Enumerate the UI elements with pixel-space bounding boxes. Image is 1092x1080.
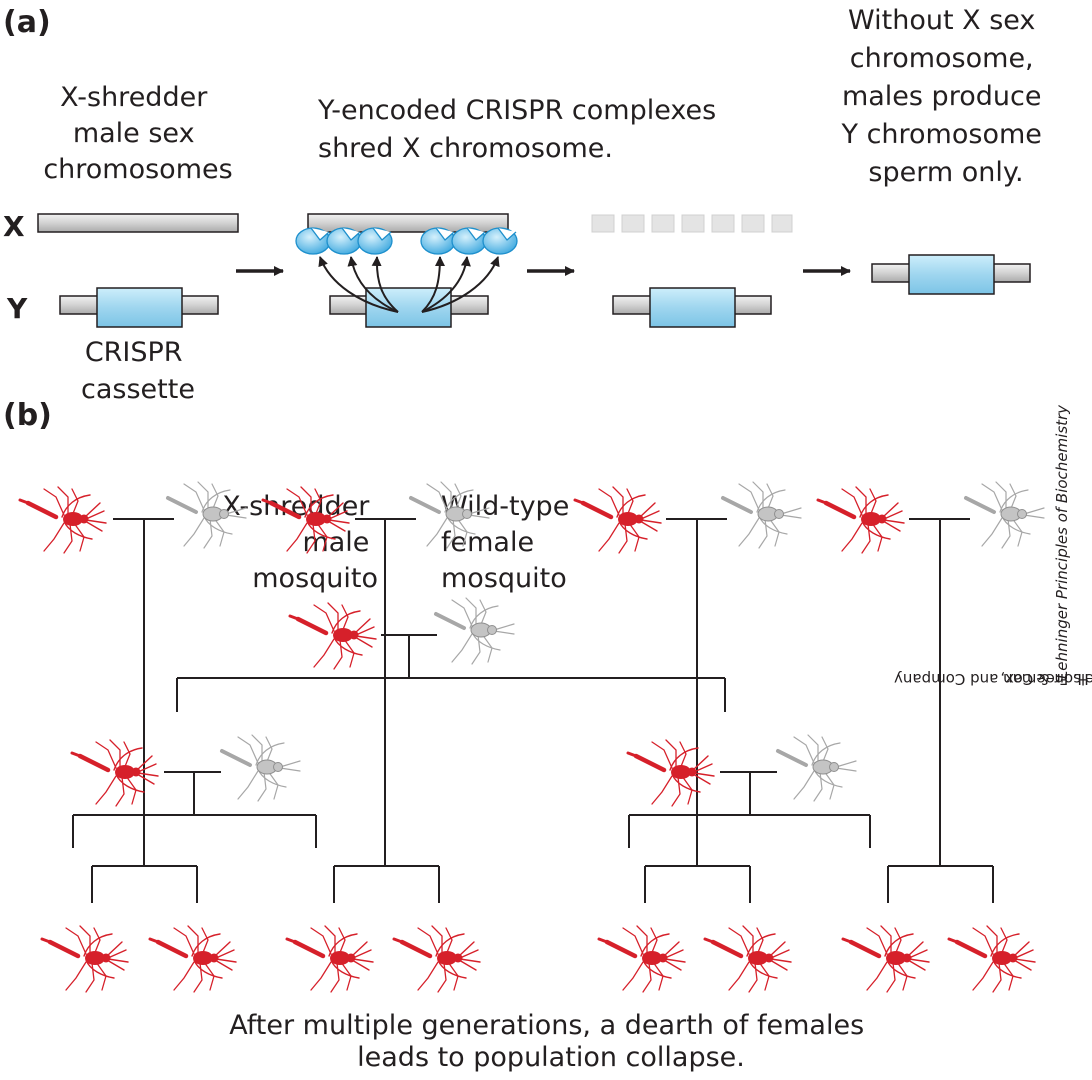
red-mosquito-icon: [287, 926, 373, 992]
y-chromosome-label: Y: [6, 292, 28, 325]
red-mosquito-icon: [394, 926, 480, 992]
step2-title: Y-encoded CRISPR complexes shred X chrom…: [317, 95, 725, 164]
red-mosquito-icon: [843, 926, 929, 992]
red-mosquito-icon: [72, 740, 158, 806]
cas-complex-icon: [420, 227, 456, 255]
x-chromosome: [37, 213, 239, 233]
y-chromosome-sperm: [871, 254, 1031, 295]
cas-complex-icon: [295, 227, 331, 255]
male-label: X-shredder male mosquito: [222, 491, 378, 594]
panel-a-label: (a): [3, 5, 51, 40]
red-mosquito-icon: [949, 926, 1035, 992]
cas-complex-icon: [357, 227, 393, 255]
cas-complex-icon: [451, 227, 487, 255]
red-mosquito-icon: [150, 926, 236, 992]
y-chromosome-remaining: [612, 287, 772, 328]
cas-complex-icon: [482, 227, 518, 255]
step1-title: X-shredder male sex chromosomes: [43, 82, 232, 185]
credit-suffix: , 8e, © 2021 W. H. Freeman and Company: [893, 670, 1092, 689]
red-mosquito-icon: [818, 487, 904, 553]
gray-mosquito-icon: [964, 480, 1046, 550]
x-chromosome-shredded: [591, 214, 793, 233]
panel-b-label: (b): [3, 398, 52, 433]
cas-complex-icon: [326, 227, 362, 255]
cassette-label: CRISPR cassette: [81, 337, 195, 405]
caption: After multiple generations, a dearth of …: [229, 1010, 872, 1073]
red-mosquito-icon: [599, 926, 685, 992]
x-chromosome-label: X: [3, 210, 25, 243]
red-mosquito-icon: [705, 926, 791, 992]
red-mosquito-icon: [290, 603, 376, 669]
expression-arrows: [318, 256, 500, 313]
red-mosquito-icon: [575, 487, 661, 553]
red-mosquito-icon: [42, 926, 128, 992]
female-label: Wild-type female mosquito: [441, 491, 578, 594]
x-chromosome-targeted: [307, 213, 509, 233]
gray-mosquito-icon: [776, 733, 858, 803]
crispr-cassette: [96, 287, 183, 328]
credit-book-title: Lehninger Principles of Biochemistry: [1053, 404, 1071, 680]
gray-mosquito-icon: [220, 733, 302, 803]
red-mosquito-icon: [628, 740, 714, 806]
red-mosquito-icon: [20, 487, 106, 553]
y-chromosome: [59, 287, 219, 328]
pedigree-lines: [72, 518, 994, 903]
step4-title: Without X sex chromosome, males produce …: [841, 5, 1051, 188]
gray-mosquito-icon: [434, 596, 516, 666]
gray-mosquito-icon: [721, 480, 803, 550]
